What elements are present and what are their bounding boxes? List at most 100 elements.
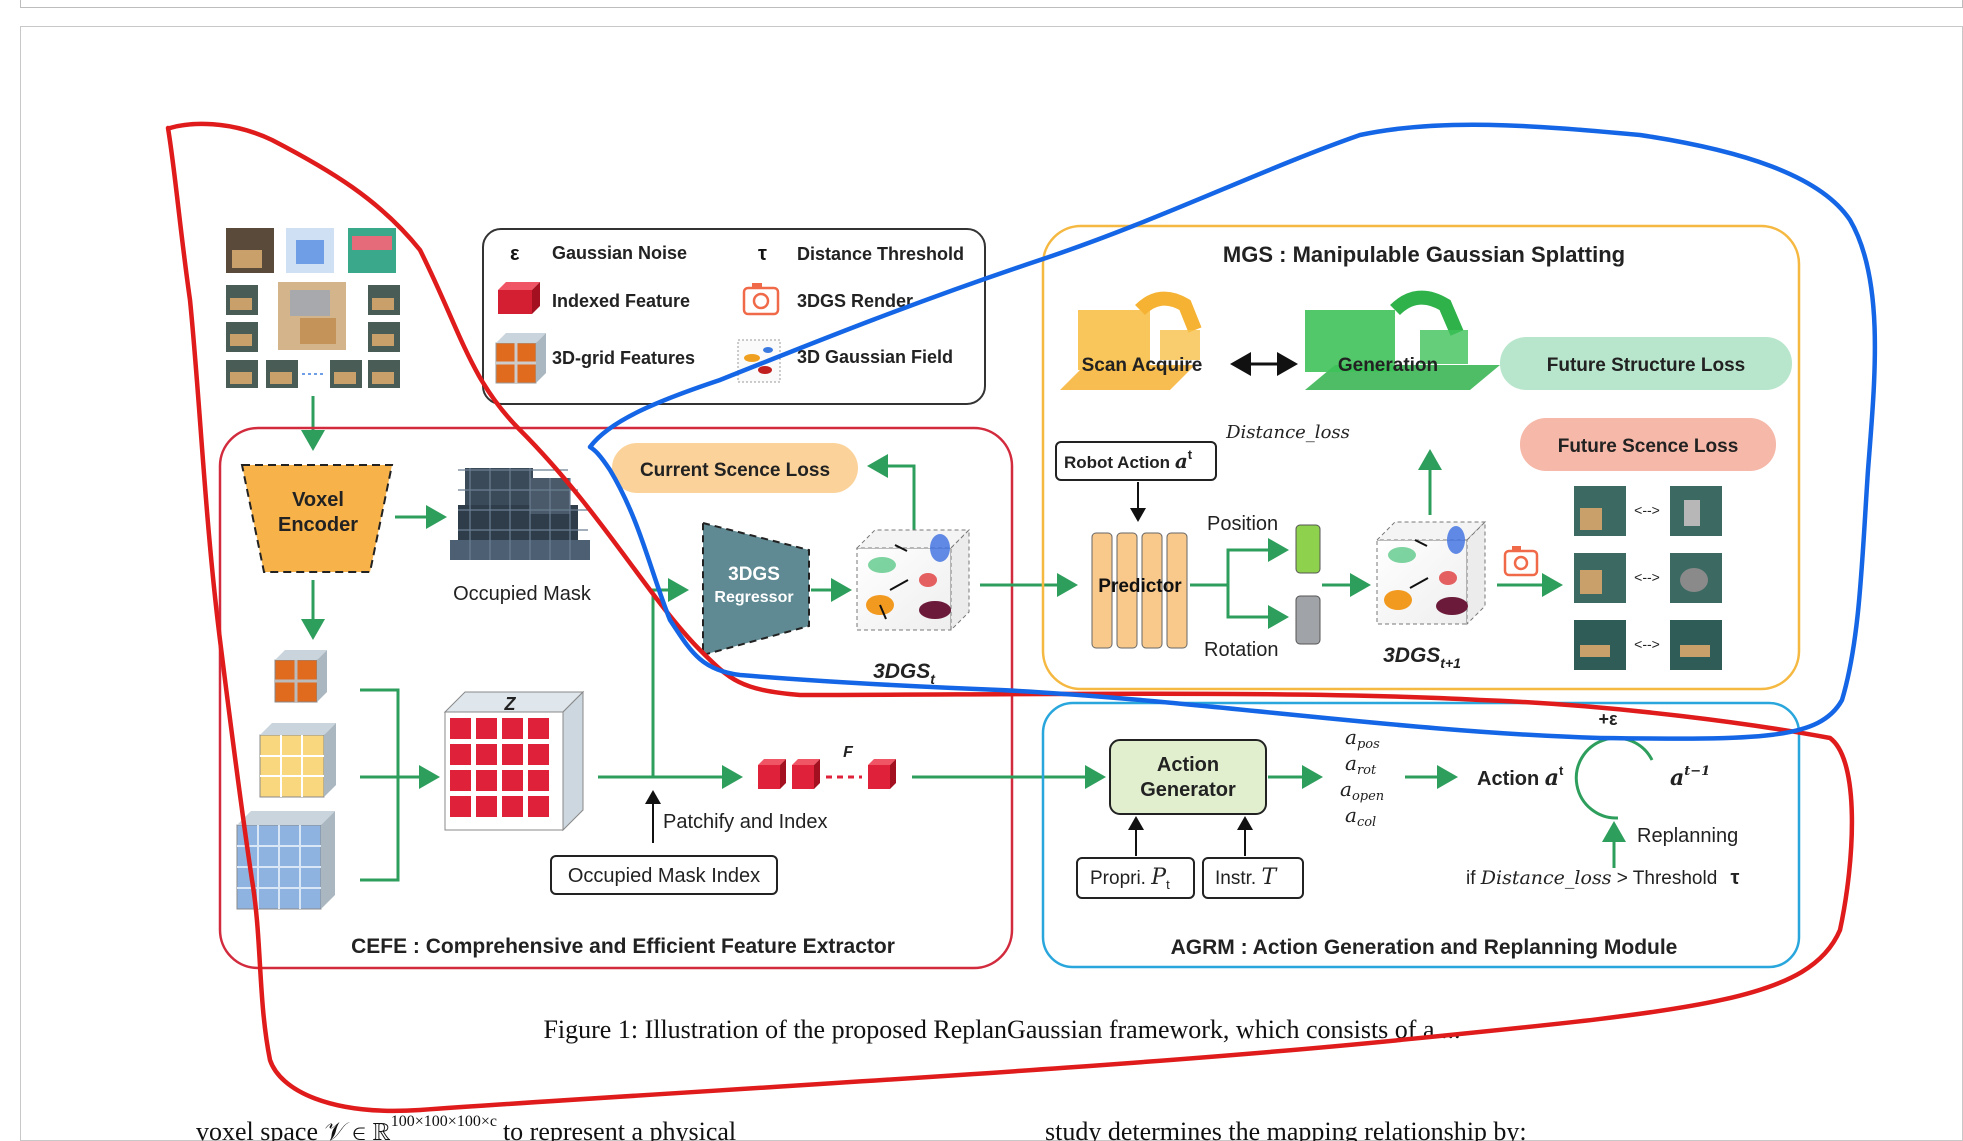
prev-action-sym: a: [1670, 765, 1684, 791]
instr-label: Instr.: [1215, 868, 1256, 889]
future-render-thumbnails: <--> <--> <-->: [1574, 486, 1722, 670]
red-freehand-annotation: [165, 121, 1855, 1114]
instruction-box: [1202, 857, 1304, 899]
grid-feature-large: [236, 811, 335, 910]
mgs-module: MGS : Manipulable Gaussian Splatting Sca…: [1041, 224, 1801, 691]
svg-text:3DGSt+1: 3DGSt+1: [1383, 644, 1461, 671]
mgs-title: MGS : Manipulable Gaussian Splatting: [1223, 242, 1625, 267]
action-label: Action: [1477, 768, 1539, 790]
robot-action-sup: t: [1188, 447, 1193, 462]
action-sup: t: [1559, 763, 1564, 778]
voxel-encoder-label-2: Encoder: [278, 514, 358, 536]
occupied-mask-index: Occupied Mask Index: [568, 865, 760, 887]
action-generator-label-2: Generator: [1140, 779, 1236, 801]
robot-action-label: Robot Action: [1064, 453, 1170, 472]
future-scene-loss-pill: [1520, 418, 1776, 471]
distance-loss-label: Distance_loss: [1225, 422, 1350, 443]
scan-acquire-pointcloud: [1060, 291, 1202, 390]
generation-pointcloud: [1305, 290, 1500, 390]
agrm-title: AGRM : Action Generation and Replanning …: [1171, 936, 1678, 959]
action-generator-box: [1109, 739, 1267, 815]
svg-text:Robot Action at: Robot Action at: [1064, 447, 1193, 473]
legend-3dgs-render: 3DGS Render: [797, 291, 913, 311]
gaussian-field-t: [855, 528, 971, 632]
svg-text:<-->: <-->: [1634, 502, 1660, 518]
current-scene-loss-pill: [612, 443, 858, 493]
rotation-label: Rotation: [1204, 639, 1279, 661]
grid-feature-small: [274, 650, 327, 703]
3dgs-t-sub: t: [930, 671, 936, 687]
proprioception-box: [1076, 857, 1195, 899]
svg-text:<-->: <-->: [1634, 636, 1660, 652]
legend-epsilon-symbol: ε: [510, 243, 520, 265]
svg-text:acol: acol: [1345, 803, 1376, 830]
legend-3d-grid-features: 3D-grid Features: [552, 348, 695, 368]
agrm-module: Action Generator apos arot aopen acol Ac…: [1041, 701, 1801, 969]
grid-feature-medium: [259, 723, 336, 798]
occupied-mask-label: Occupied Mask: [453, 583, 592, 605]
body-text-right: study determines the mapping relationshi…: [1045, 1117, 1527, 1141]
svg-text:aopen: aopen: [1340, 777, 1384, 804]
legend-tau-symbol: τ: [758, 243, 767, 265]
legend-indexed-feature: Indexed Feature: [552, 291, 690, 311]
z-label: Z: [504, 694, 517, 714]
replanning-label: Replanning: [1637, 825, 1738, 847]
a-open: open: [1352, 789, 1384, 804]
robot-action-box: [1055, 441, 1217, 481]
position-token: [1295, 524, 1321, 574]
a-col: col: [1357, 815, 1376, 830]
render-camera-icon: [1503, 546, 1539, 577]
3dgs-regressor-shape: [702, 521, 810, 657]
cefe-title: CEFE : Comprehensive and Efficient Featu…: [351, 935, 895, 958]
camera-icon: [742, 283, 780, 316]
cefe-module: Voxel Encoder Occupied Mask Z: [218, 426, 1106, 970]
regressor-label-2: Regressor: [714, 589, 793, 606]
svg-text:Propri. Pt: Propri. Pt: [1090, 865, 1170, 892]
condition-tau: τ: [1731, 867, 1740, 889]
voxel-encoder-shape: [240, 464, 394, 573]
action-sym: a: [1545, 765, 1559, 791]
svg-text:arot: arot: [1345, 751, 1377, 778]
position-label: Position: [1207, 513, 1278, 535]
prev-action-sup: t−1: [1684, 764, 1710, 779]
svg-text:if Distance_loss > Threshold τ: if Distance_loss > Threshold τ: [1466, 867, 1740, 889]
robot-action-sym: a: [1175, 449, 1188, 473]
3dgs-t1-label: 3DGS: [1383, 644, 1440, 667]
future-structure-loss-pill: [1500, 337, 1792, 390]
grid-cube-icon: [495, 333, 546, 384]
gaussian-field-t1: [1375, 520, 1487, 626]
legend-3d-gaussian-field: 3D Gaussian Field: [797, 347, 953, 367]
predictor-label: Predictor: [1098, 576, 1182, 597]
figure-caption: Figure 1: Illustration of the proposed R…: [543, 1015, 1460, 1044]
gaussian-field-icon: [737, 339, 781, 383]
occupied-mask-index-box: [550, 855, 778, 895]
svg-text:Action at: Action at: [1477, 763, 1564, 791]
regressor-label-1: 3DGS: [728, 564, 780, 585]
plus-epsilon: +ε: [1598, 709, 1618, 729]
propri-label: Propri.: [1090, 868, 1146, 889]
regressor-group: Current Scence Loss 3DGS Regressor 3DGSt: [612, 443, 1078, 687]
svg-text:at−1: at−1: [1670, 764, 1710, 791]
svg-text:apos: apos: [1345, 725, 1380, 752]
indexed-feature-tokens: F: [758, 744, 896, 789]
input-observation-thumbnails: [226, 228, 400, 388]
current-scene-loss: Current Scence Loss: [640, 460, 830, 481]
legend-distance-threshold: Distance Threshold: [797, 244, 964, 264]
patchify-label: Patchify and Index: [663, 811, 828, 833]
blue-freehand-annotation: [587, 122, 1878, 741]
legend-box: ε Gaussian Noise τ Distance Threshold In…: [482, 228, 986, 405]
a-pos: pos: [1357, 737, 1380, 752]
legend-gaussian-noise: Gaussian Noise: [552, 243, 687, 263]
predictor-block: [1091, 532, 1188, 649]
f-label: F: [843, 744, 854, 761]
svg-text:Instr. T: Instr. T: [1215, 865, 1278, 890]
3dgs-t-label: 3DGS: [873, 660, 930, 683]
red-cube-icon: [498, 282, 540, 314]
svg-text:3DGSt: 3DGSt: [873, 660, 936, 687]
svg-text:<-->: <-->: [1634, 569, 1660, 585]
condition-var: Distance_loss: [1480, 867, 1612, 889]
a-rot: rot: [1357, 763, 1377, 778]
future-structure-loss: Future Structure Loss: [1547, 355, 1745, 376]
